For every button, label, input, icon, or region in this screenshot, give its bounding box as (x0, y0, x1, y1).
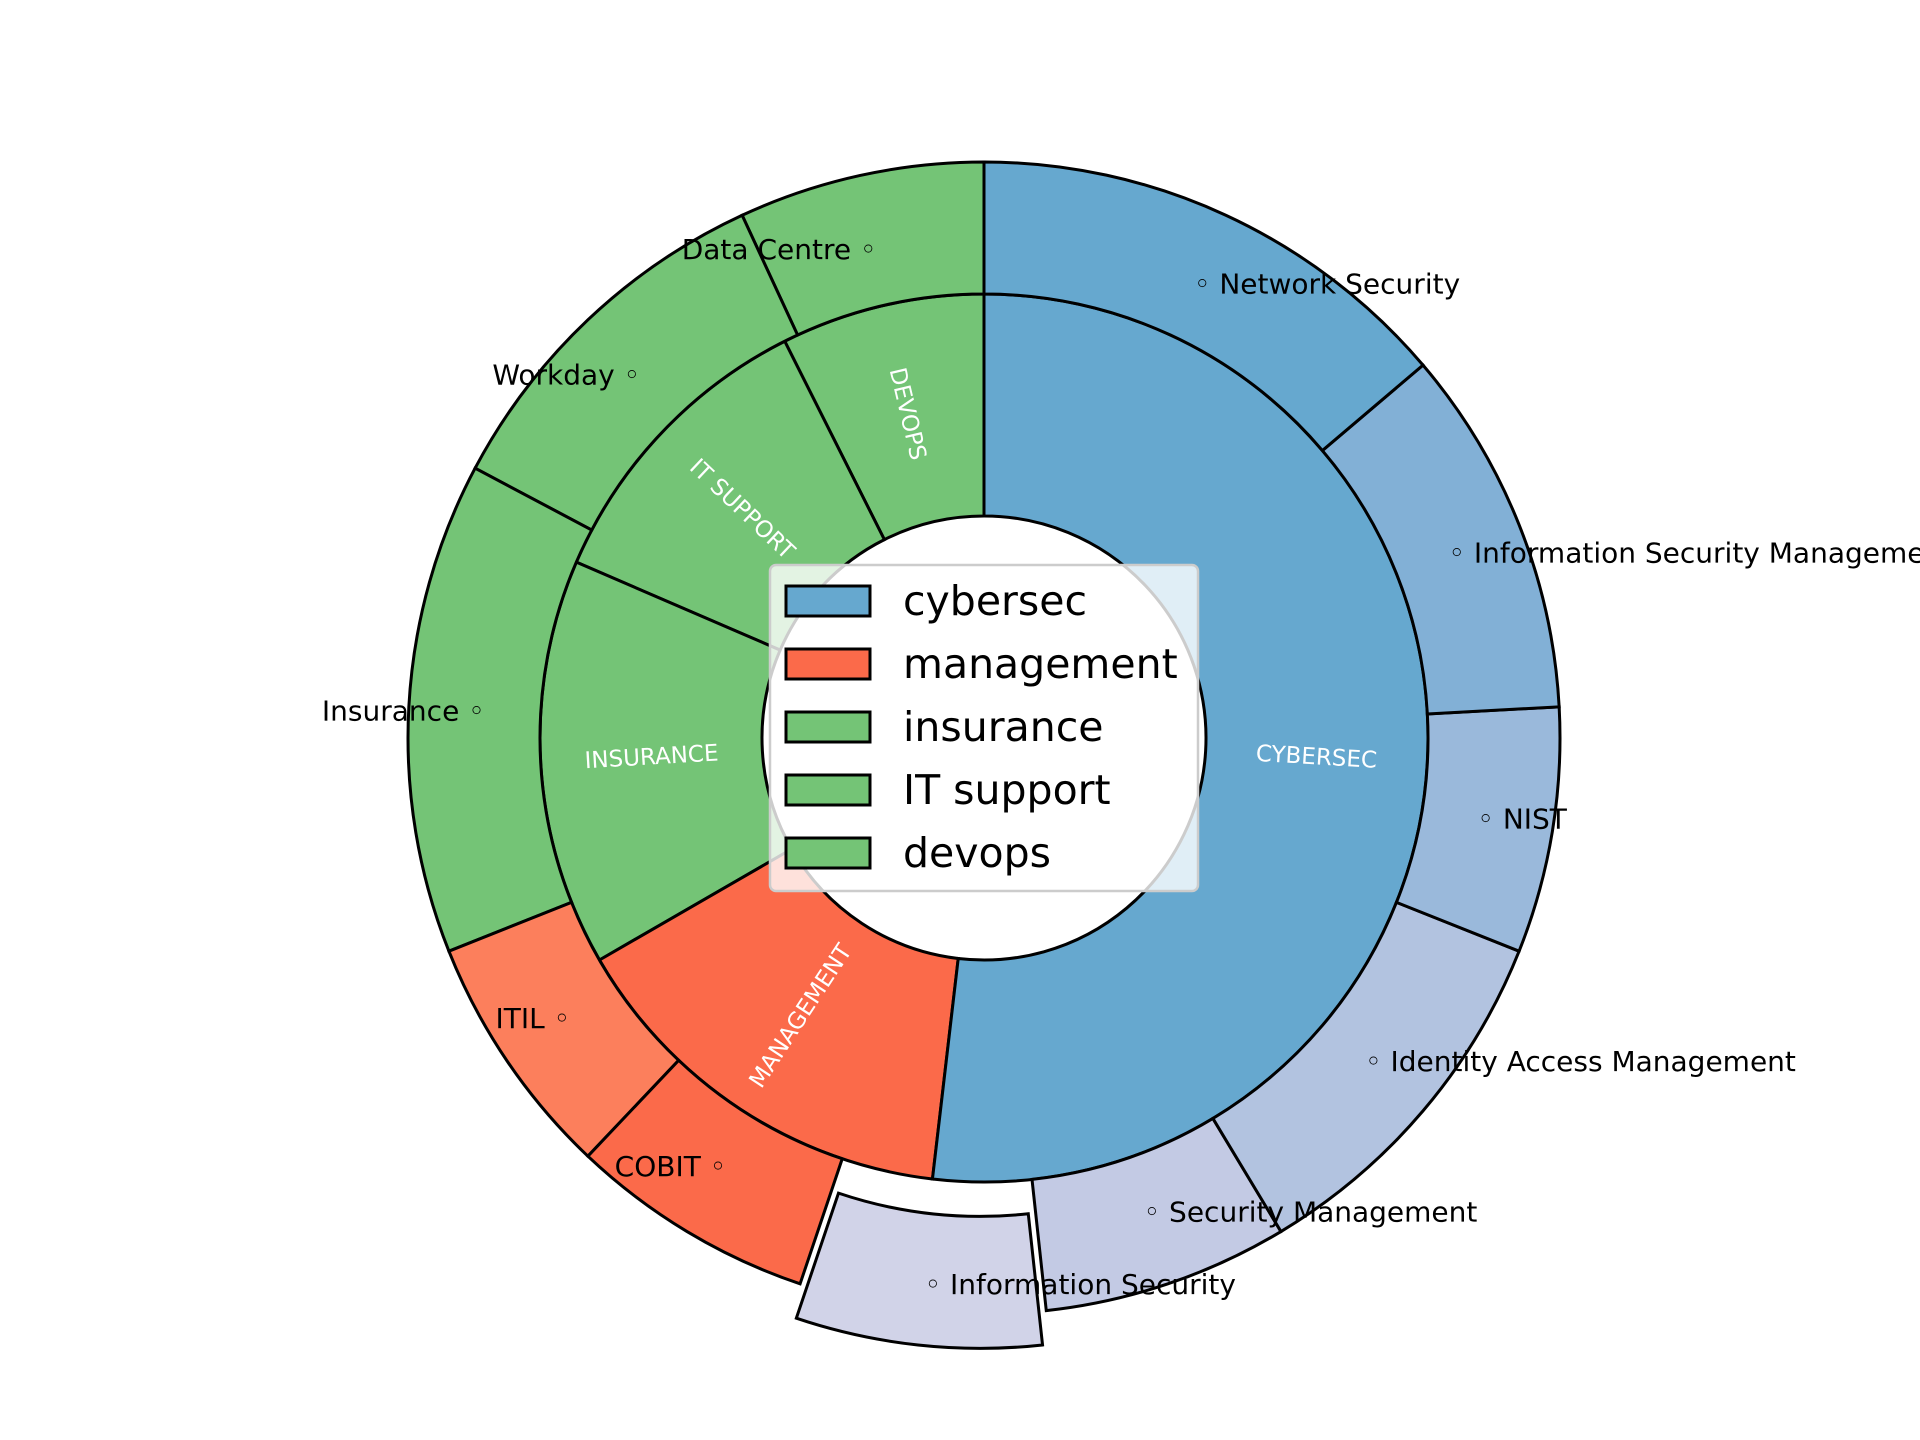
outer-label-workday: Workday ◦ (492, 359, 640, 392)
legend: cybersec management insurance IT support dev… (768, 563, 1200, 893)
outer-label-data-centre: Data Centre ◦ (682, 233, 877, 266)
outer-ring-labels: Data Centre ◦ Workday ◦ Insurance ◦ ITIL ◦ C… (322, 233, 1920, 1301)
outer-label-security-management: ◦ Security Management (1144, 1195, 1478, 1228)
legend-swatch-it-support (784, 773, 872, 807)
outer-wedge-information-security (794, 1191, 1045, 1350)
outer-label-itil: ITIL ◦ (496, 1002, 571, 1035)
legend-label-devops: devops (903, 829, 1051, 877)
outer-label-insurance: Insurance ◦ (322, 694, 485, 727)
legend-swatch-insurance (784, 710, 872, 744)
legend-swatch-devops (784, 836, 872, 870)
legend-swatch-cybersec (784, 584, 872, 618)
outer-wedge-network-security (982, 160, 1426, 453)
outer-label-identity-access-management: ◦ Identity Access Management (1365, 1045, 1796, 1078)
outer-label-cobit: COBIT ◦ (615, 1150, 727, 1183)
outer-label-information-security-management: ◦ Information Security Management (1448, 536, 1920, 569)
outer-label-information-security: ◦ Information Security (925, 1268, 1236, 1301)
legend-box (768, 563, 1200, 893)
legend-label-cybersec: cybersec (903, 577, 1087, 625)
outer-label-nist: ◦ NIST (1477, 802, 1567, 835)
outer-label-network-security: ◦ Network Security (1194, 268, 1460, 301)
legend-swatch-management (784, 647, 872, 681)
outer-wedge-cobit (585, 1058, 845, 1286)
legend-label-it-support: IT support (903, 766, 1111, 814)
legend-label-management: management (903, 640, 1178, 688)
outer-ring (406, 160, 1562, 1350)
legend-label-insurance: insurance (903, 703, 1103, 751)
